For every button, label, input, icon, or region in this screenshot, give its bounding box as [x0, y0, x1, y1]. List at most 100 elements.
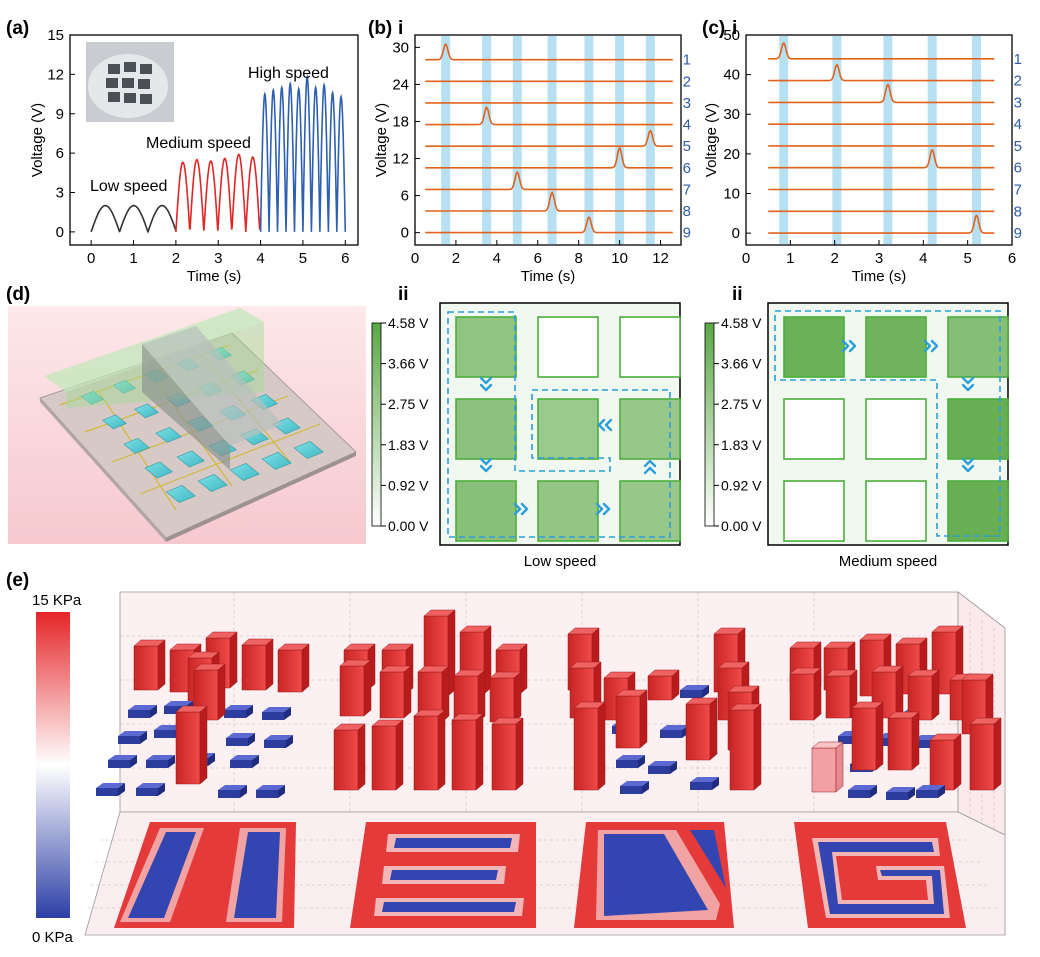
panel-b-roman-ii: ii	[398, 284, 409, 305]
low-pressure-bar	[690, 777, 719, 790]
panel-b-y-tick-label: 0	[401, 225, 409, 242]
panel-c-channel-label: 8	[1014, 203, 1022, 220]
panel-c-ii-colorbar-tick-label: 0.92 V	[721, 477, 762, 493]
high-pressure-bar	[133, 639, 166, 691]
panel-a-x-axis-title: Time (s)	[187, 268, 241, 285]
panel-c-ii-path-outline	[774, 310, 1001, 537]
panel-b-highlight-band	[584, 36, 594, 244]
panel-b-ii-colorbar-tick-label: 1.83 V	[388, 437, 429, 453]
low-pressure-bar	[680, 685, 709, 698]
letter-heatmap-H	[114, 822, 296, 928]
panel-a-frame	[69, 34, 359, 246]
panel-label-d: (d)	[6, 284, 30, 305]
panel-c-ii-colorbar-tick-label: 4.58 V	[721, 315, 762, 331]
panel-b-x-axis-title: Time (s)	[521, 268, 575, 285]
high-pressure-bar	[789, 667, 822, 721]
high-pressure-bar	[887, 711, 920, 771]
panel-a-y-tick-label: 3	[56, 185, 64, 202]
sensor-array-render	[39, 308, 357, 542]
low-pressure-bar	[620, 781, 649, 794]
low-pressure-bar	[264, 735, 293, 748]
panel-b-ii-cell	[455, 398, 517, 460]
panel-b-ii-path-outline	[447, 311, 671, 538]
pressure-bars	[96, 609, 1002, 800]
high-pressure-bar	[489, 671, 522, 723]
sensor-tile	[229, 463, 260, 481]
panel-c-highlight-band	[883, 36, 893, 244]
high-pressure-bar	[333, 723, 366, 791]
panel-b-channel-label: 1	[683, 52, 691, 69]
panel-d: (d)	[6, 284, 366, 544]
panel-b-channel-traces	[425, 43, 673, 234]
panel-b-highlight-band	[547, 36, 557, 244]
panel-b-highlight-band	[615, 36, 625, 244]
panel-c-channel-trace	[768, 42, 995, 60]
panel-label-b: (b)	[368, 18, 392, 39]
panel-b-y-tick-label: 18	[392, 113, 409, 130]
panel-c-ii-cells	[783, 316, 1009, 542]
panel-c-x-tick-label: 0	[742, 250, 750, 267]
panel-c-ii-cell	[783, 398, 845, 460]
low-pressure-bar	[886, 787, 915, 800]
panel-c-y-tick-label: 20	[723, 146, 740, 163]
panel-b-ii-chevron-arrow	[479, 376, 493, 392]
sensor-tile	[123, 437, 150, 454]
panel-b-ii-colorbar	[371, 322, 382, 527]
panel-b-y-tick-label: 30	[392, 39, 409, 56]
high-speed-annotation: High speed	[248, 65, 329, 82]
high-pressure-bar	[969, 717, 1002, 791]
panel-label-a: (a)	[6, 18, 29, 39]
panel-c-highlight-band	[832, 36, 842, 244]
panel-b-highlight-band	[482, 36, 492, 244]
medium-speed-series	[175, 153, 262, 232]
panel-e: (e) 15 KPa 0 KPa	[6, 570, 1006, 946]
low-pressure-bar	[108, 755, 137, 768]
panel-b-channel-trace	[425, 216, 673, 234]
low-pressure-bar	[136, 783, 165, 796]
pressure-colorbar	[36, 612, 70, 918]
low-pressure-bar	[648, 761, 677, 774]
panel-c-ii-caption: Medium speed	[839, 553, 937, 570]
high-pressure-bar	[277, 643, 310, 693]
panel-b-channel-trace	[425, 147, 673, 169]
sensor-tile	[176, 450, 205, 468]
high-pressure-bar	[851, 701, 884, 771]
panel-b-channel-label: 5	[683, 138, 691, 155]
panel-c-ii-chevron-arrow	[841, 339, 857, 353]
panel-b-channel-trace	[425, 191, 673, 212]
low-pressure-bar	[226, 733, 255, 746]
panel-c-ii-cell	[947, 316, 1009, 378]
panel-b-frame	[414, 34, 682, 246]
high-pressure-bar	[451, 713, 484, 791]
high-pressure-bar	[929, 733, 962, 791]
low-pressure-bar	[218, 785, 247, 798]
panel-c-ii-colorbar-ticks: 4.58 V3.66 V2.75 V1.83 V0.92 V0.00 V	[714, 315, 762, 534]
panel-b-channel-label: 9	[683, 225, 691, 242]
panel-b-highlight-band	[645, 36, 655, 244]
panel-c-ii-colorbar-tick-label: 3.66 V	[721, 356, 762, 372]
panel-c-channel-trace	[768, 83, 995, 104]
panel-a-y-tick-label: 12	[47, 66, 64, 83]
panel-b-channel-trace	[425, 106, 673, 126]
panel-b-channel-label: 6	[683, 160, 691, 177]
high-pressure-bar	[339, 659, 372, 717]
panel-a-y-tick-label: 6	[56, 145, 64, 162]
letter-heatmap-G	[794, 822, 966, 928]
panel-b-ii-cell	[537, 316, 599, 378]
panel-b-ii: ii 4.58 V3.66 V2.75 V1.83 V0.92 V0.00 V …	[371, 284, 681, 570]
panel-c-channel-label: 6	[1014, 160, 1022, 177]
low-pressure-bar	[146, 755, 175, 768]
high-pressure-bar	[491, 717, 524, 791]
panel-c-highlight-band	[927, 36, 937, 244]
panel-c-channel-label: 4	[1014, 116, 1022, 133]
sensor-tile	[112, 379, 136, 394]
panel-label-c: (c)	[702, 18, 725, 39]
panel-c-channel-trace	[768, 63, 995, 82]
low-pressure-bar	[118, 731, 147, 744]
panel-a-x-tick-label: 2	[172, 250, 180, 267]
